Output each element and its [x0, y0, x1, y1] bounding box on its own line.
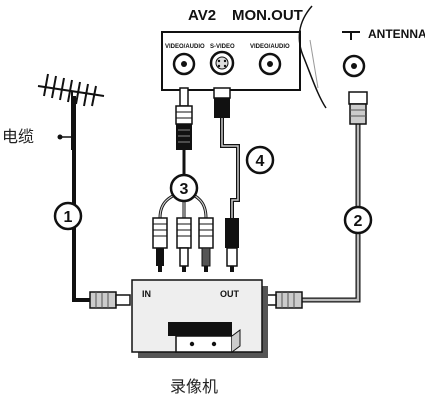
coax-plug-icon: [89, 291, 131, 309]
rca-plug-icon: [176, 217, 192, 272]
step-1-badge: 1: [53, 201, 83, 231]
antenna-jack-icon: [342, 54, 366, 78]
s-video-plug-icon: [213, 87, 231, 118]
cable-4: [220, 118, 240, 218]
svg-text:2: 2: [354, 213, 363, 230]
svg-text:4: 4: [256, 153, 265, 170]
mon-out-label: MON.OUT: [232, 7, 303, 24]
step-4-badge: 4: [245, 145, 275, 175]
antenna-icon: [37, 73, 105, 150]
s-video-plug-icon: [225, 218, 239, 272]
rca-plug-icon: [198, 217, 214, 272]
rca-plug-icon: [152, 217, 168, 272]
antenna-label: ANTENNA: [368, 27, 425, 41]
antenna-symbol-icon: [342, 31, 360, 40]
s-video-jack-icon: [209, 50, 235, 76]
vcr-in-label: IN: [142, 289, 151, 299]
cable-1: [72, 96, 92, 302]
svg-text:1: 1: [64, 209, 73, 226]
vcr-out-label: OUT: [220, 289, 240, 299]
cable-2: [300, 120, 361, 303]
step-3-badge: 3: [169, 173, 199, 203]
video-audio-label-2: VIDEO/AUDIO: [250, 44, 290, 50]
vcr-icon: [131, 279, 268, 358]
coax-jack-icon: [172, 52, 196, 76]
vcr-label: 录像机: [170, 377, 218, 396]
av-jack-plug: [175, 87, 193, 150]
av2-label: AV2: [188, 7, 216, 24]
cable-label: 电缆: [2, 127, 34, 146]
coax-jack-icon: [258, 52, 282, 76]
step-2-badge: 2: [343, 205, 373, 235]
panel-edge: [298, 5, 327, 109]
antenna-plug-icon: [348, 91, 368, 125]
panel-shade: [309, 39, 319, 89]
video-audio-label-1: VIDEO/AUDIO: [165, 44, 205, 50]
s-video-label: S-VIDEO: [210, 44, 235, 50]
svg-text:3: 3: [180, 181, 189, 198]
